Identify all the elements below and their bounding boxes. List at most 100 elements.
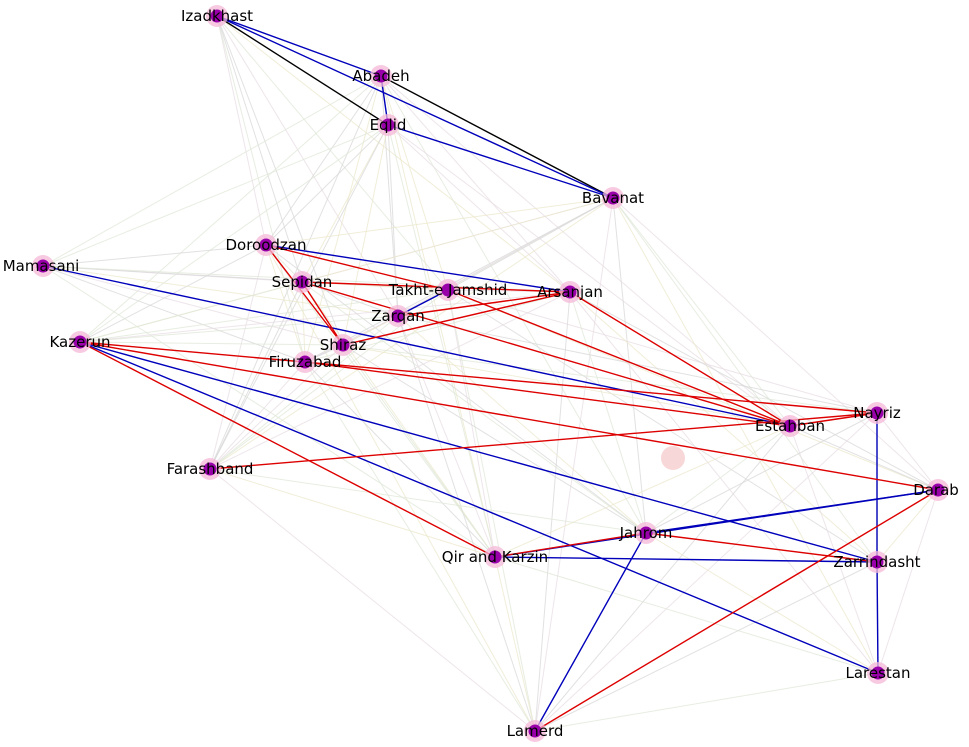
nodes-layer: IzadkhastAbadehEqlidBavanatDoroodzanMama…: [3, 5, 959, 742]
node-label: Abadeh: [352, 67, 409, 85]
faint-edge: [301, 281, 647, 534]
edge-jahrom-lamerd: [534, 532, 647, 732]
edge-abadeh-bavanat: [380, 75, 614, 199]
edge-eqlid-bavanat: [387, 124, 614, 199]
faint-edge: [79, 289, 449, 343]
faint-edge: [645, 412, 878, 534]
faint-edge: [79, 75, 382, 343]
faint-edge: [380, 75, 496, 558]
node-sepidan[interactable]: Sepidan: [272, 271, 333, 293]
node-qir[interactable]: Qir and Karzin: [442, 546, 548, 568]
faint-edge: [42, 244, 267, 267]
faint-edge: [387, 124, 399, 317]
faint-edge: [397, 315, 878, 414]
node-kazerun[interactable]: Kazerun: [49, 331, 111, 353]
faint-edge: [612, 197, 939, 491]
node-label: Takht-e Jamshid: [388, 281, 508, 299]
faint-edge: [79, 281, 303, 343]
node-label: Sepidan: [272, 273, 333, 291]
node-firuzabad[interactable]: Firuzabad: [269, 351, 342, 373]
faint-edge: [209, 289, 449, 470]
node-zarrindasht[interactable]: Zarrindasht: [833, 551, 921, 573]
faint-edge: [42, 124, 389, 267]
faint-edge: [209, 75, 382, 470]
node-label: Mamasani: [3, 257, 80, 275]
node-abadeh[interactable]: Abadeh: [352, 65, 410, 87]
node-label: Jahrom: [619, 524, 673, 542]
node-lamerd[interactable]: Lamerd: [507, 720, 564, 742]
node-label: Bavanat: [582, 189, 644, 207]
faint-edge: [534, 561, 878, 732]
node-dot: [295, 275, 309, 289]
node-dot: [441, 283, 455, 297]
faint-edge: [789, 425, 939, 491]
faint-edge: [380, 75, 791, 427]
node-bavanat[interactable]: Bavanat: [582, 187, 644, 209]
faint-edge: [42, 265, 399, 317]
node-estahban[interactable]: Estahban: [755, 415, 825, 437]
node-nayriz[interactable]: Nayriz: [853, 402, 901, 424]
node-shiraz[interactable]: Shiraz: [320, 334, 367, 356]
faint-edge: [447, 289, 878, 414]
faint-edge: [304, 361, 536, 732]
faint-edge: [42, 75, 382, 267]
node-dot: [528, 724, 542, 738]
node-dot: [374, 69, 388, 83]
node-zarqan[interactable]: Zarqan: [371, 305, 425, 327]
faint-edge: [209, 281, 303, 470]
stray-halo: [661, 446, 685, 470]
faint-edge: [494, 556, 536, 732]
faint-edge: [387, 124, 571, 293]
faint-edge: [304, 197, 614, 363]
faint-edge: [380, 75, 571, 293]
faint-edge: [265, 244, 536, 732]
node-larestan[interactable]: Larestan: [845, 662, 911, 684]
faint-edge: [387, 124, 791, 427]
node-farashband[interactable]: Farashband: [167, 458, 254, 480]
faint-edge: [342, 344, 878, 414]
node-dot: [639, 526, 653, 540]
node-eqlid[interactable]: Eqlid: [370, 114, 407, 136]
node-label: Arsanjan: [537, 283, 603, 301]
faint-edge: [569, 291, 878, 563]
edge-sepidan-shiraz: [301, 281, 344, 346]
node-izadkhast[interactable]: Izadkhast: [181, 5, 253, 27]
node-dot: [783, 419, 797, 433]
faint-edge: [342, 124, 389, 346]
faint-edge: [301, 281, 399, 317]
faint-edge: [380, 75, 449, 291]
faint-edge: [494, 556, 879, 674]
node-dot: [488, 550, 502, 564]
node-label: Nayriz: [853, 404, 901, 422]
faint-edge: [534, 197, 614, 732]
node-doroodzan[interactable]: Doroodzan: [225, 234, 307, 256]
node-dot: [36, 259, 50, 273]
faint-edge: [209, 124, 389, 470]
faint-edge: [265, 244, 647, 534]
edge-izadkhast-bavanat: [216, 15, 614, 199]
node-label: Farashband: [167, 460, 254, 478]
node-mamasani[interactable]: Mamasani: [3, 255, 80, 277]
faint-edge: [216, 15, 399, 317]
node-dot: [259, 238, 273, 252]
edge-kazerun-zarrindasht: [79, 341, 878, 563]
node-jahrom[interactable]: Jahrom: [619, 522, 673, 544]
faint-edge: [265, 244, 306, 363]
edge-izadkhast-eqlid: [216, 15, 389, 126]
faint-edge: [534, 412, 878, 732]
faint-edge: [79, 315, 399, 343]
edge-izadkhast-abadeh: [216, 15, 382, 77]
node-takht[interactable]: Takht-e Jamshid: [388, 279, 508, 301]
faint-edge: [42, 265, 344, 346]
faint-edge: [876, 412, 939, 491]
faint-edge: [534, 291, 571, 732]
node-label: Darab: [913, 481, 959, 499]
node-dot: [870, 555, 884, 569]
node-darab[interactable]: Darab: [913, 479, 959, 501]
node-arsanjan[interactable]: Arsanjan: [537, 281, 603, 303]
faint-edge: [216, 15, 449, 291]
edge-estahban-nayriz: [789, 412, 878, 427]
faint-edge: [645, 532, 879, 674]
faint-edge: [216, 15, 571, 293]
edge-kazerun-darab: [79, 341, 939, 491]
